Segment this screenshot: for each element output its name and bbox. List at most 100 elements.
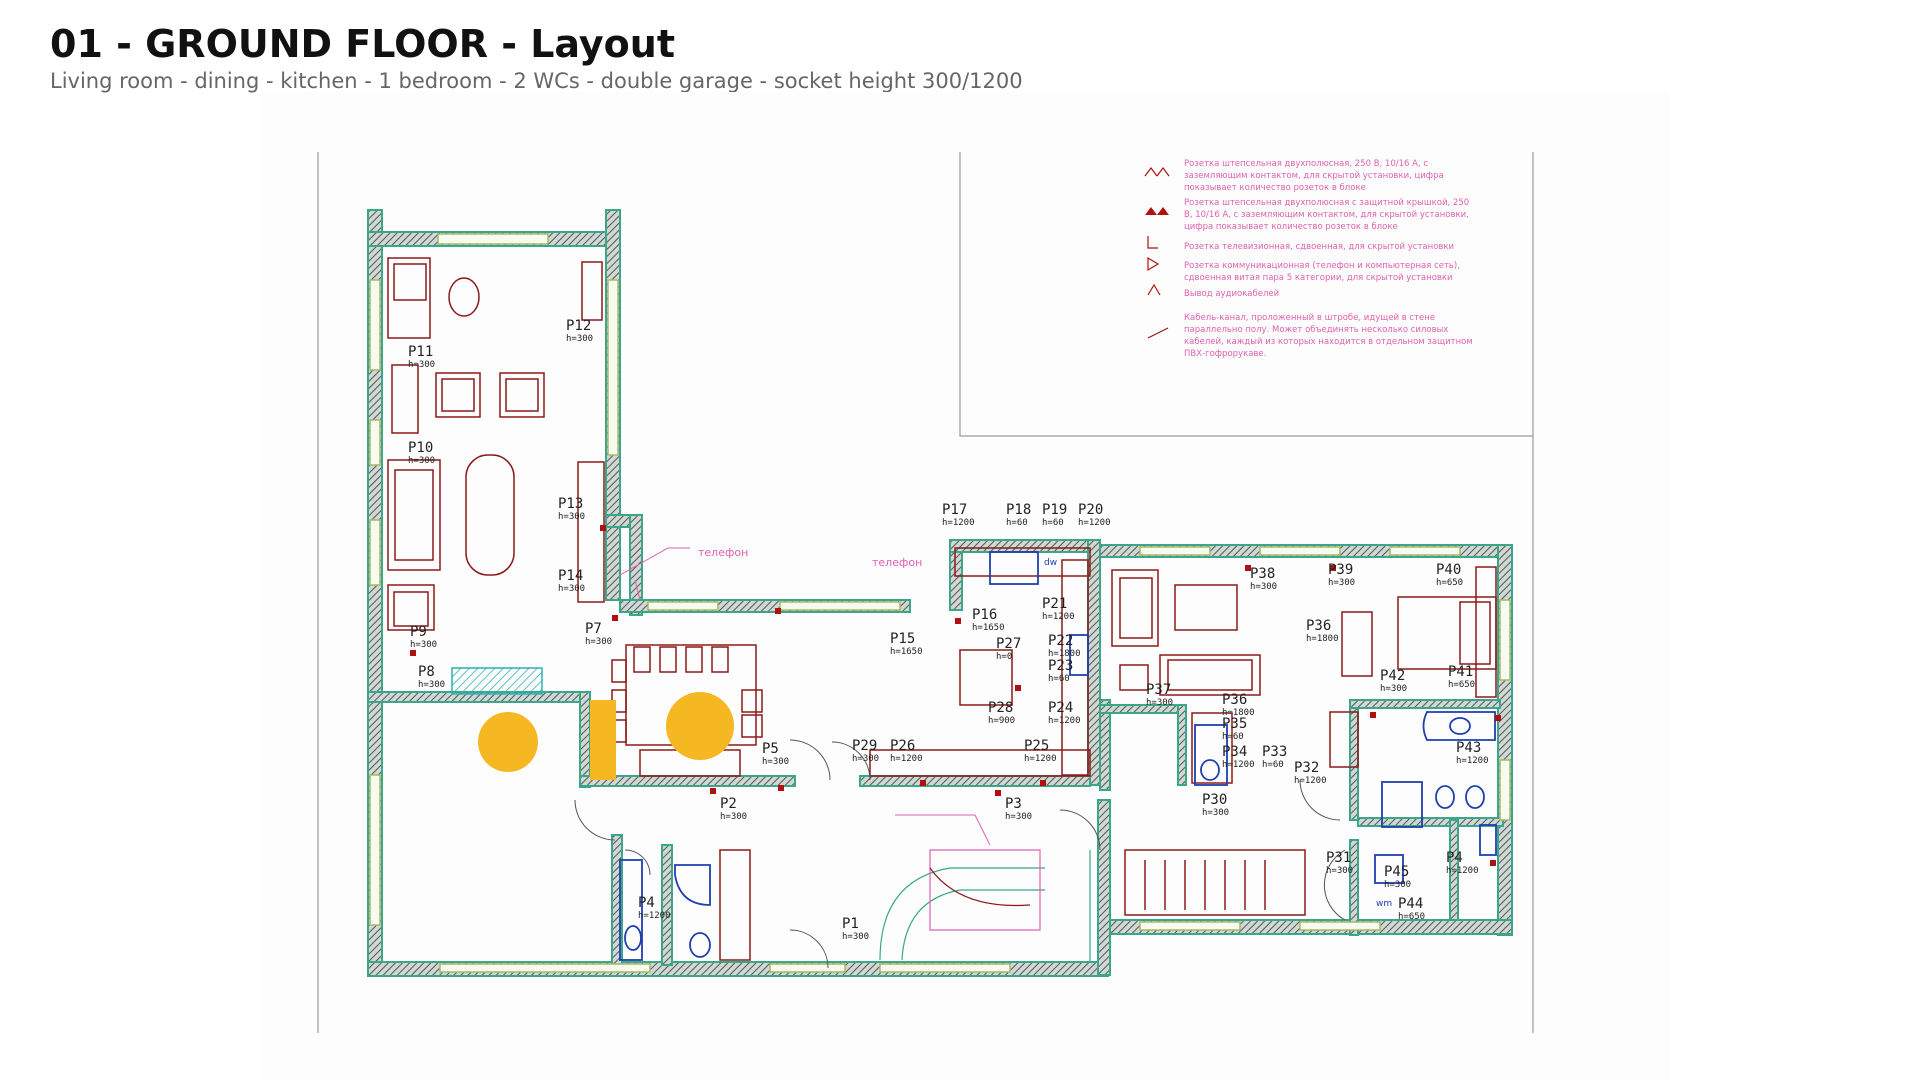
legend-line: показывает количество розеток в блоке <box>1184 183 1366 193</box>
svg-text:P12: P12 <box>566 318 591 334</box>
svg-text:P26: P26 <box>890 738 915 754</box>
svg-text:h=300: h=300 <box>1326 866 1353 876</box>
svg-text:P13: P13 <box>558 496 583 512</box>
svg-text:h=60: h=60 <box>1006 518 1028 528</box>
socket-label: P4h=1200 <box>1446 850 1479 876</box>
double-socket-icon <box>1144 167 1170 177</box>
svg-text:P18: P18 <box>1006 502 1031 518</box>
svg-text:P36: P36 <box>1222 692 1247 708</box>
svg-text:P33: P33 <box>1262 744 1287 760</box>
dishwasher-label: dw <box>1044 558 1057 568</box>
svg-text:h=300: h=300 <box>1380 684 1407 694</box>
svg-text:h=300: h=300 <box>408 360 435 370</box>
socket-label: P2h=300 <box>720 796 747 822</box>
svg-text:h=300: h=300 <box>408 456 435 466</box>
highlight-marker <box>478 712 538 772</box>
svg-text:h=300: h=300 <box>585 637 612 647</box>
svg-text:P7: P7 <box>585 621 602 637</box>
legend-line: заземляющим контактом, для скрытой устан… <box>1184 171 1444 181</box>
legend-line: Кабель-канал, проложенный в штробе, идущ… <box>1184 313 1435 323</box>
svg-text:h=60: h=60 <box>1048 674 1070 684</box>
svg-text:P17: P17 <box>942 502 967 518</box>
sheet-frame <box>317 152 1534 1033</box>
svg-text:h=300: h=300 <box>720 812 747 822</box>
svg-text:h=300: h=300 <box>558 584 585 594</box>
svg-text:h=650: h=650 <box>1398 912 1425 922</box>
legend-item-4: Розетка коммуникационная (телефон и комп… <box>1184 261 1463 283</box>
svg-text:h=900: h=900 <box>988 716 1015 726</box>
socket-label: P7h=300 <box>585 621 612 647</box>
svg-text:P28: P28 <box>988 700 1013 716</box>
svg-text:P22: P22 <box>1048 633 1073 649</box>
svg-text:h=1200: h=1200 <box>1078 518 1111 528</box>
sanitary-fixtures <box>619 551 1497 961</box>
svg-text:h=1800: h=1800 <box>1048 649 1081 659</box>
svg-text:h=1200: h=1200 <box>1222 760 1255 770</box>
svg-text:P41: P41 <box>1448 664 1473 680</box>
socket-symbols <box>410 525 1501 866</box>
svg-text:h=1800: h=1800 <box>1222 708 1255 718</box>
svg-text:P16: P16 <box>972 607 997 623</box>
svg-text:h=0: h=0 <box>996 652 1012 662</box>
legend-line: сдвоенная витая пара 5 категории, для ск… <box>1184 273 1453 283</box>
phone-label: телефон <box>872 556 922 569</box>
audio-output-icon <box>1147 283 1161 296</box>
page-subtitle: Living room - dining - kitchen - 1 bedro… <box>50 69 1023 93</box>
legend-line: параллельно полу. Может объединять неско… <box>1184 325 1448 335</box>
legend-item-5: Вывод аудиокабелей <box>1184 289 1279 299</box>
svg-text:h=1200: h=1200 <box>638 911 671 921</box>
washing-machine-label: wm <box>1376 899 1392 909</box>
socket-label: P9h=300 <box>410 624 437 650</box>
svg-text:h=1800: h=1800 <box>1306 634 1339 644</box>
svg-text:P4: P4 <box>638 895 655 911</box>
svg-text:P1: P1 <box>842 916 859 932</box>
svg-text:h=650: h=650 <box>1436 578 1463 588</box>
svg-text:P45: P45 <box>1384 864 1409 880</box>
svg-text:P34: P34 <box>1222 744 1247 760</box>
svg-text:h=300: h=300 <box>566 334 593 344</box>
legend-line: Розетка штепсельная двухполюсная с защит… <box>1184 198 1469 208</box>
cable-channels <box>619 547 991 846</box>
svg-text:P35: P35 <box>1222 716 1247 732</box>
socket-label: P5h=300 <box>762 741 789 767</box>
legend-item-6: Кабель-канал, проложенный в штробе, идущ… <box>1184 313 1476 359</box>
legend-item-1: Розетка штепсельная двухполюсная, 250 В,… <box>1184 159 1446 193</box>
svg-text:P11: P11 <box>408 344 433 360</box>
svg-text:P36: P36 <box>1306 618 1331 634</box>
highlight-marker <box>666 692 734 760</box>
legend-line: ПВХ-гофрорукаве. <box>1184 349 1266 359</box>
svg-text:P42: P42 <box>1380 668 1405 684</box>
header: 01 - GROUND FLOOR - Layout Living room -… <box>50 20 1023 94</box>
legend-line: Розетка коммуникационная (телефон и комп… <box>1184 261 1460 271</box>
svg-text:P23: P23 <box>1048 658 1073 674</box>
svg-text:h=300: h=300 <box>418 680 445 690</box>
drawing-sheet <box>262 92 1670 1080</box>
legend-item-3: Розетка телевизионная, сдвоенная, для ск… <box>1184 242 1454 252</box>
svg-text:h=300: h=300 <box>842 932 869 942</box>
highlight-marker <box>590 700 616 780</box>
svg-text:h=1650: h=1650 <box>890 647 923 657</box>
svg-text:h=60: h=60 <box>1222 732 1244 742</box>
socket-label: P3h=300 <box>1005 796 1032 822</box>
legend-line: Розетка штепсельная двухполюсная, 250 В,… <box>1184 159 1428 169</box>
svg-text:P19: P19 <box>1042 502 1067 518</box>
svg-text:P14: P14 <box>558 568 583 584</box>
